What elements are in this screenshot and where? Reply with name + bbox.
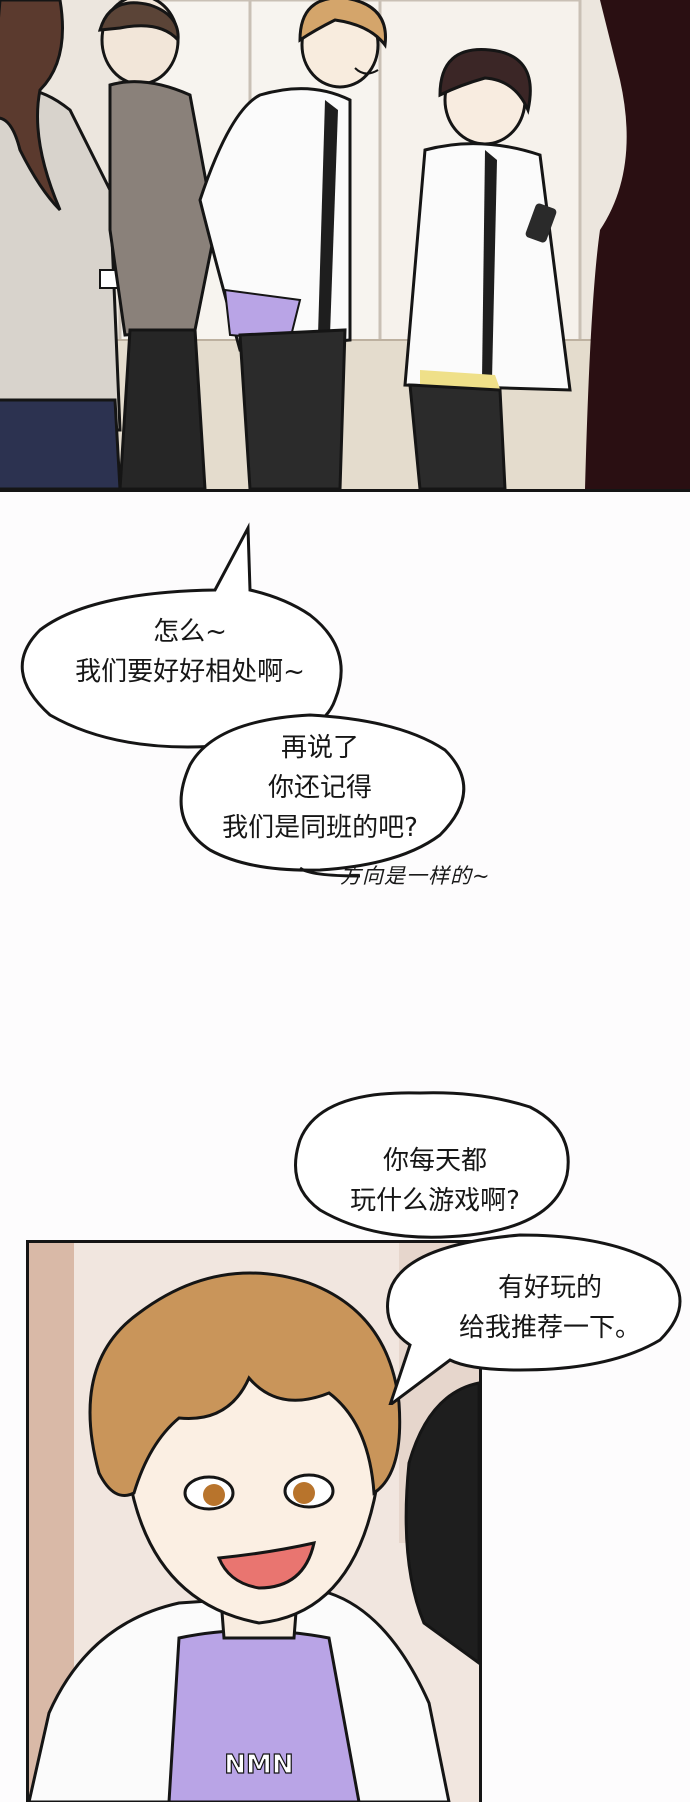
- bubble-1-line-2: 我们要好好相处啊~: [75, 657, 305, 687]
- speech-bubble-3: 你每天都 玩什么游戏啊?: [300, 1141, 570, 1221]
- blond-boy-figure: [198, 0, 387, 489]
- dark-figure-silhouette: [585, 0, 690, 489]
- bubble-2-line-2: 你还记得: [267, 773, 372, 803]
- shirt-print-text: NMN: [224, 1750, 293, 1780]
- bubble-4-line-1: 有好玩的: [497, 1273, 602, 1303]
- speech-bubble-4: 有好玩的 给我推荐一下。: [420, 1268, 680, 1348]
- bubbles-group-1: [20, 522, 466, 878]
- speech-bubble-4-shape: [386, 1233, 682, 1405]
- speech-bubble-1-shape: [20, 522, 343, 749]
- panel-hallway: [0, 0, 690, 492]
- dark-hair-boy-figure: [403, 48, 572, 489]
- bubble-3-line-1: 你每天都: [382, 1146, 487, 1176]
- bubbles-group-2: [294, 1091, 682, 1405]
- bubble-4-line-2: 给我推荐一下。: [458, 1313, 641, 1343]
- girl-figure: [0, 0, 129, 489]
- bubble-3-line-2: 玩什么游戏啊?: [350, 1186, 520, 1216]
- speech-bubble-2-shape: [179, 713, 466, 872]
- bubble-1-line-1: 怎么~: [153, 617, 227, 647]
- speech-bubble-2: 再说了 你还记得 我们是同班的吧?: [170, 728, 470, 848]
- speech-bubble-3-shape: [294, 1091, 570, 1239]
- hallway-illustration: [0, 0, 690, 489]
- speech-bubble-1: 怎么~ 我们要好好相处啊~: [40, 612, 340, 692]
- aside-handwritten-text: 方向是一样的~: [340, 864, 491, 888]
- grey-shirt-boy: [97, 0, 217, 489]
- blond-hair: [88, 1271, 402, 1497]
- bubble-2-line-1: 再说了: [280, 733, 359, 763]
- bubble-2-line-3: 我们是同班的吧?: [222, 813, 418, 843]
